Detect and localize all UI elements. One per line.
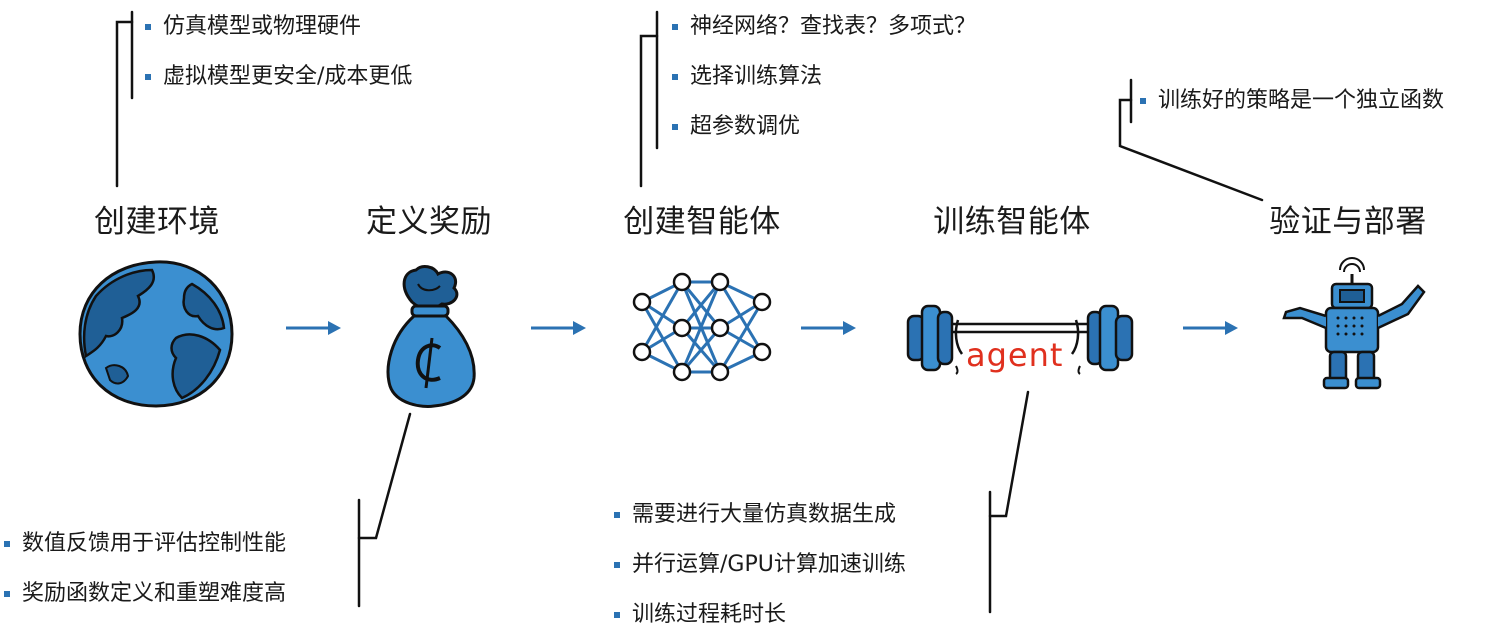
- arrow-3-icon: [801, 321, 856, 335]
- stage-title-deploy: 验证与部署: [1269, 204, 1427, 240]
- bullet-square-icon: [672, 24, 678, 30]
- bullet-square-icon: [145, 74, 151, 80]
- stage-title-agent: 创建智能体: [623, 204, 781, 240]
- environment-notes: 仿真模型或物理硬件 虚拟模型更安全/成本更低: [145, 12, 412, 112]
- list-item: 训练好的策略是一个独立函数: [1140, 86, 1444, 136]
- stage-title-training: 训练智能体: [933, 204, 1091, 240]
- bullet-square-icon: [1140, 98, 1146, 104]
- arrow-1-icon: [286, 321, 341, 335]
- list-item: 选择训练算法: [672, 62, 976, 112]
- globe-icon: [78, 260, 234, 408]
- deploy-notes: 训练好的策略是一个独立函数: [1140, 86, 1444, 136]
- barbell-icon: [906, 304, 1134, 375]
- list-item: 数值反馈用于评估控制性能: [4, 529, 286, 579]
- bullet-square-icon: [145, 24, 151, 30]
- list-item: 仿真模型或物理硬件: [145, 12, 412, 62]
- bullet-square-icon: [4, 591, 10, 597]
- stage-title-reward: 定义奖励: [366, 204, 492, 240]
- bullet-square-icon: [4, 541, 10, 547]
- bullet-square-icon: [672, 74, 678, 80]
- robot-icon: [1282, 257, 1426, 390]
- environment-leader-line: [115, 20, 134, 188]
- list-item: 并行运算/GPU计算加速训练: [614, 550, 906, 600]
- neural-network-icon: [632, 272, 772, 382]
- bullet-square-icon: [614, 562, 620, 568]
- agent-notes: 神经网络？查找表？多项式？ 选择训练算法 超参数调优: [672, 12, 976, 162]
- list-item: 虚拟模型更安全/成本更低: [145, 62, 412, 112]
- list-item: 需要进行大量仿真数据生成: [614, 500, 906, 550]
- money-bag-icon: [386, 265, 476, 408]
- list-item: 训练过程耗时长: [614, 600, 906, 629]
- stage-title-environment: 创建环境: [94, 204, 220, 240]
- list-item: 奖励函数定义和重塑难度高: [4, 579, 286, 629]
- bullet-square-icon: [614, 612, 620, 618]
- list-item: 超参数调优: [672, 112, 976, 162]
- bullet-square-icon: [672, 124, 678, 130]
- arrow-2-icon: [531, 321, 586, 335]
- bullet-square-icon: [614, 512, 620, 518]
- training-notes: 需要进行大量仿真数据生成 并行运算/GPU计算加速训练 训练过程耗时长: [614, 500, 906, 629]
- deploy-leader-line: [1118, 98, 1264, 202]
- agent-leader-line: [639, 34, 659, 188]
- reward-leader-line: [357, 412, 412, 540]
- list-item: 神经网络？查找表？多项式？: [672, 12, 976, 62]
- arrow-4-icon: [1183, 321, 1238, 335]
- barbell-agent-label: agent: [966, 336, 1064, 374]
- training-leader-line: [988, 390, 1030, 518]
- reward-notes: 数值反馈用于评估控制性能 奖励函数定义和重塑难度高: [4, 529, 286, 629]
